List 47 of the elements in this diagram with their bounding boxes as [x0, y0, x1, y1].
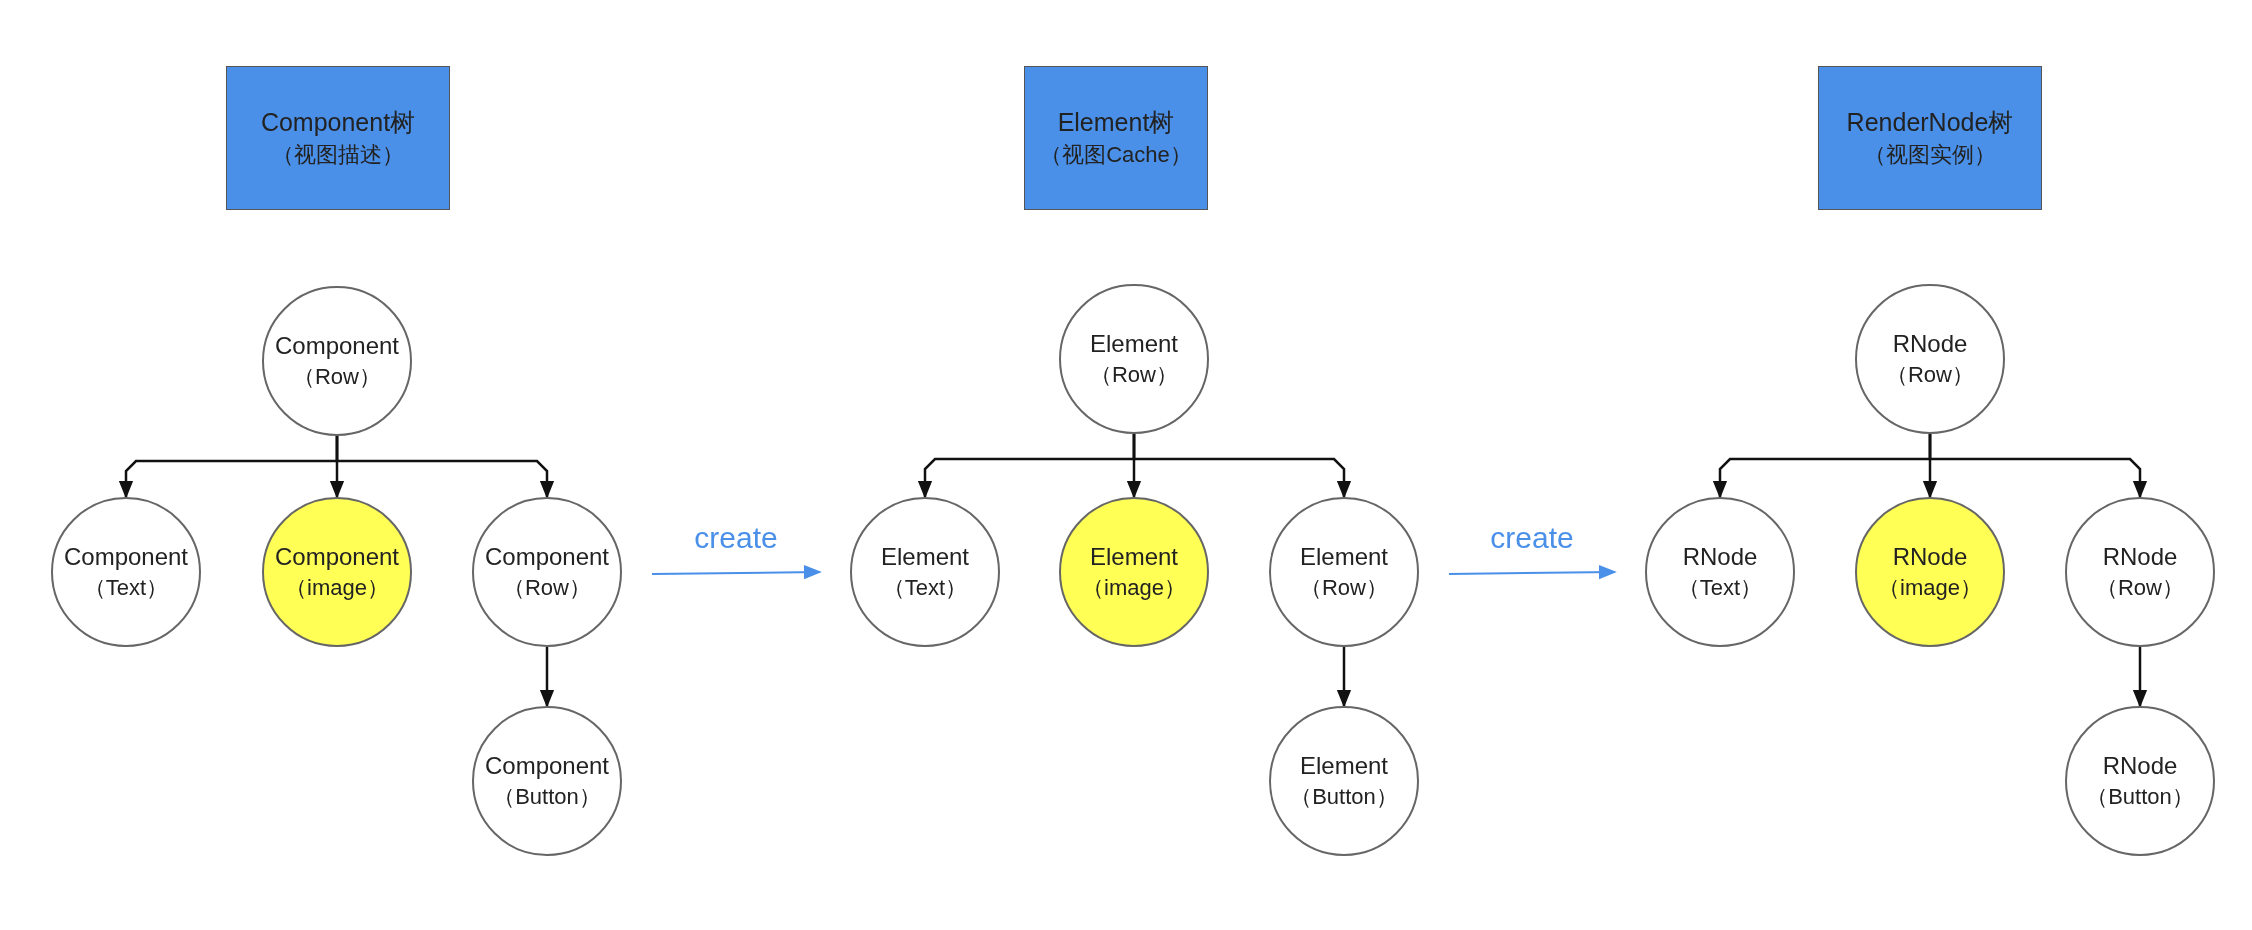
node-title: RNode: [2102, 541, 2178, 572]
node-subtitle: （Row）: [1886, 361, 1974, 390]
node-subtitle: （Button）: [2086, 783, 2194, 812]
arrow: [1132, 434, 1352, 499]
node-title: Component: [274, 330, 400, 361]
arrow: [1928, 434, 2148, 499]
node-title: RNode: [1682, 541, 1758, 572]
node-title: Element: [1089, 328, 1178, 359]
node-title: Element: [1299, 541, 1388, 572]
node-title: Component: [484, 750, 610, 781]
tree-title-box: [1024, 66, 1208, 210]
node-title: Element: [880, 541, 969, 572]
node-title: Element树: [1057, 107, 1175, 139]
arrow: [2132, 647, 2148, 708]
arrow: [335, 436, 555, 499]
node-subtitle: （Button）: [1290, 783, 1398, 812]
node-subtitle: （image）: [1878, 574, 1982, 603]
node-subtitle: （Button）: [493, 783, 601, 812]
arrow: [539, 647, 555, 708]
node-title: Element: [1299, 750, 1388, 781]
arrow: [1336, 647, 1352, 708]
node-subtitle: （视图描述）: [272, 141, 404, 170]
node-title: Component树: [260, 107, 416, 139]
node-subtitle: （Text）: [83, 574, 169, 603]
node-title: Component: [63, 541, 189, 572]
node-subtitle: （Row）: [1300, 574, 1388, 603]
node-subtitle: （Row）: [293, 363, 381, 392]
node-subtitle: （Row）: [1090, 361, 1178, 390]
node-subtitle: （image）: [285, 574, 389, 603]
node-title: RNode: [1892, 541, 1968, 572]
arrow: [651, 565, 822, 580]
node-title: Component: [484, 541, 610, 572]
node-subtitle: （视图实例）: [1864, 141, 1996, 170]
node-subtitle: （image）: [1082, 574, 1186, 603]
node-subtitle: （Text）: [1677, 574, 1763, 603]
arrow: [1448, 565, 1617, 580]
node-title: RNode: [2102, 750, 2178, 781]
node-title: Component: [274, 541, 400, 572]
tree-title-box: [1818, 66, 2042, 210]
node-subtitle: （Text）: [882, 574, 968, 603]
node-title: Element: [1089, 541, 1178, 572]
node-subtitle: （Row）: [503, 574, 591, 603]
node-title: RNode: [1892, 328, 1968, 359]
node-subtitle: （视图Cache）: [1040, 141, 1192, 170]
node-subtitle: （Row）: [2096, 574, 2184, 603]
tree-title-box: [226, 66, 450, 210]
node-title: RenderNode树: [1846, 107, 2014, 139]
